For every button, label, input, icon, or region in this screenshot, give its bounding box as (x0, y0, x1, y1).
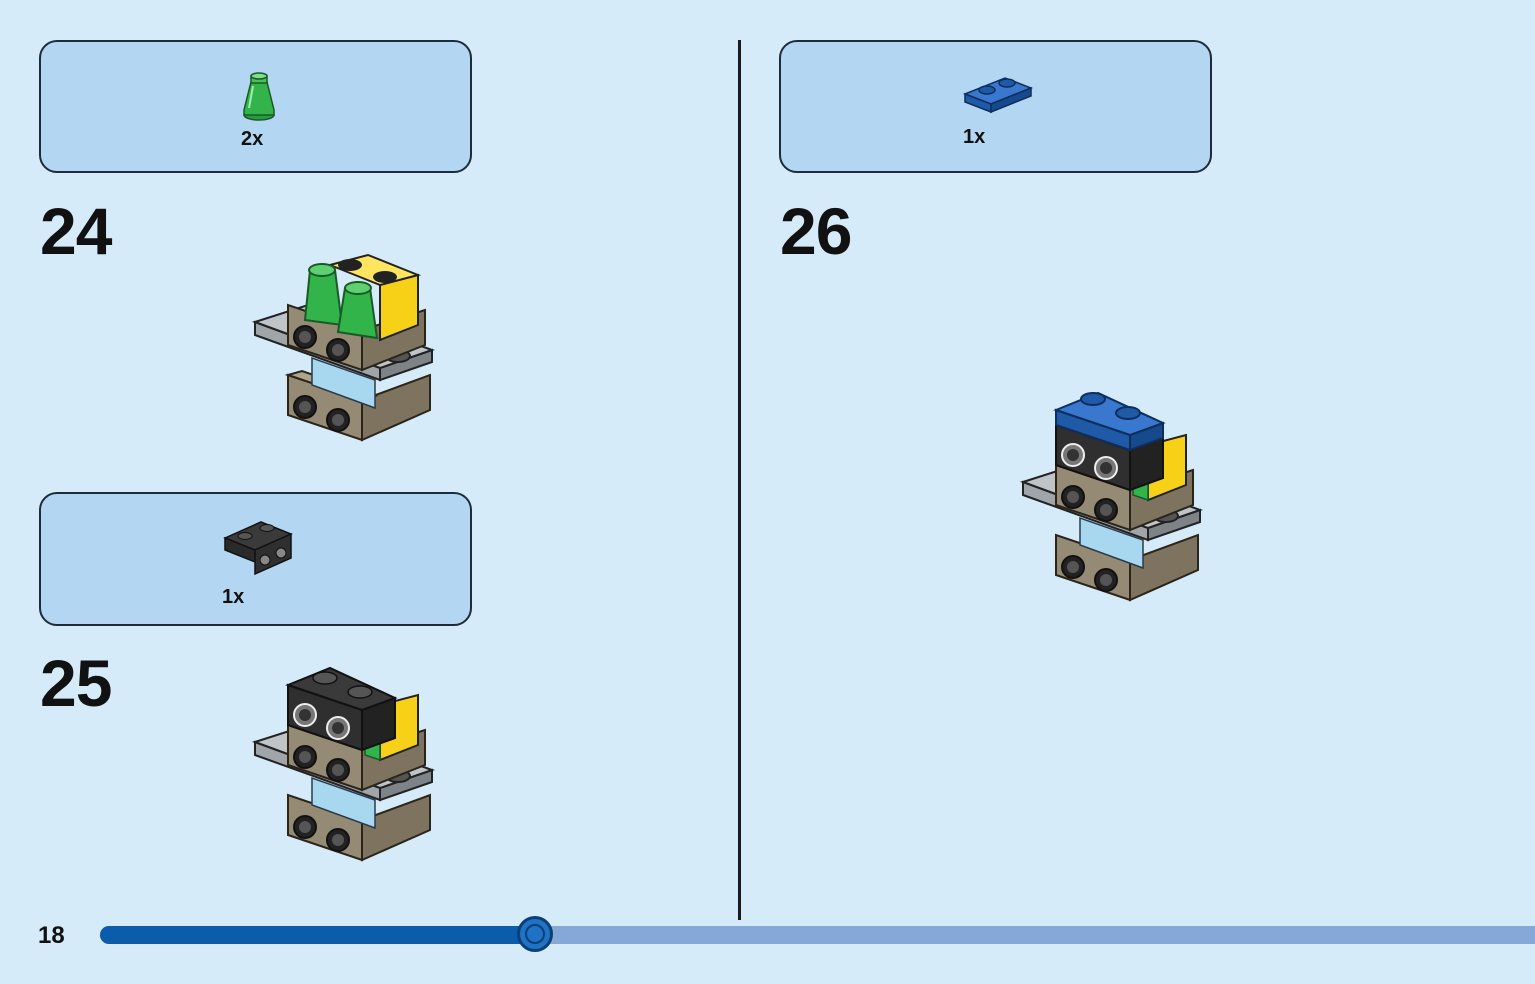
progress-knob[interactable] (517, 916, 553, 952)
step-number-26: 26 (780, 194, 852, 268)
green-cone-icon (243, 72, 275, 121)
parts-box-step-26: 1x (779, 40, 1212, 173)
part-quantity: 2x (241, 128, 264, 150)
model-step-24-illustration (251, 253, 435, 442)
parts-box-step-24: 2x (39, 40, 472, 173)
blue-plate-icon (962, 77, 1034, 114)
model-step-25-illustration (251, 666, 435, 862)
step-number-24: 24 (40, 194, 112, 268)
progress-bar (100, 916, 1535, 952)
page-number: 18 (38, 922, 65, 949)
step-number-25: 25 (40, 646, 112, 720)
progress-fill (100, 926, 535, 944)
parts-box-step-25: 1x (39, 492, 472, 626)
part-quantity: 1x (222, 586, 245, 608)
page-divider (738, 40, 741, 920)
model-step-26-illustration (1019, 391, 1203, 602)
part-quantity: 1x (963, 126, 986, 148)
black-bracket-icon (223, 521, 293, 576)
